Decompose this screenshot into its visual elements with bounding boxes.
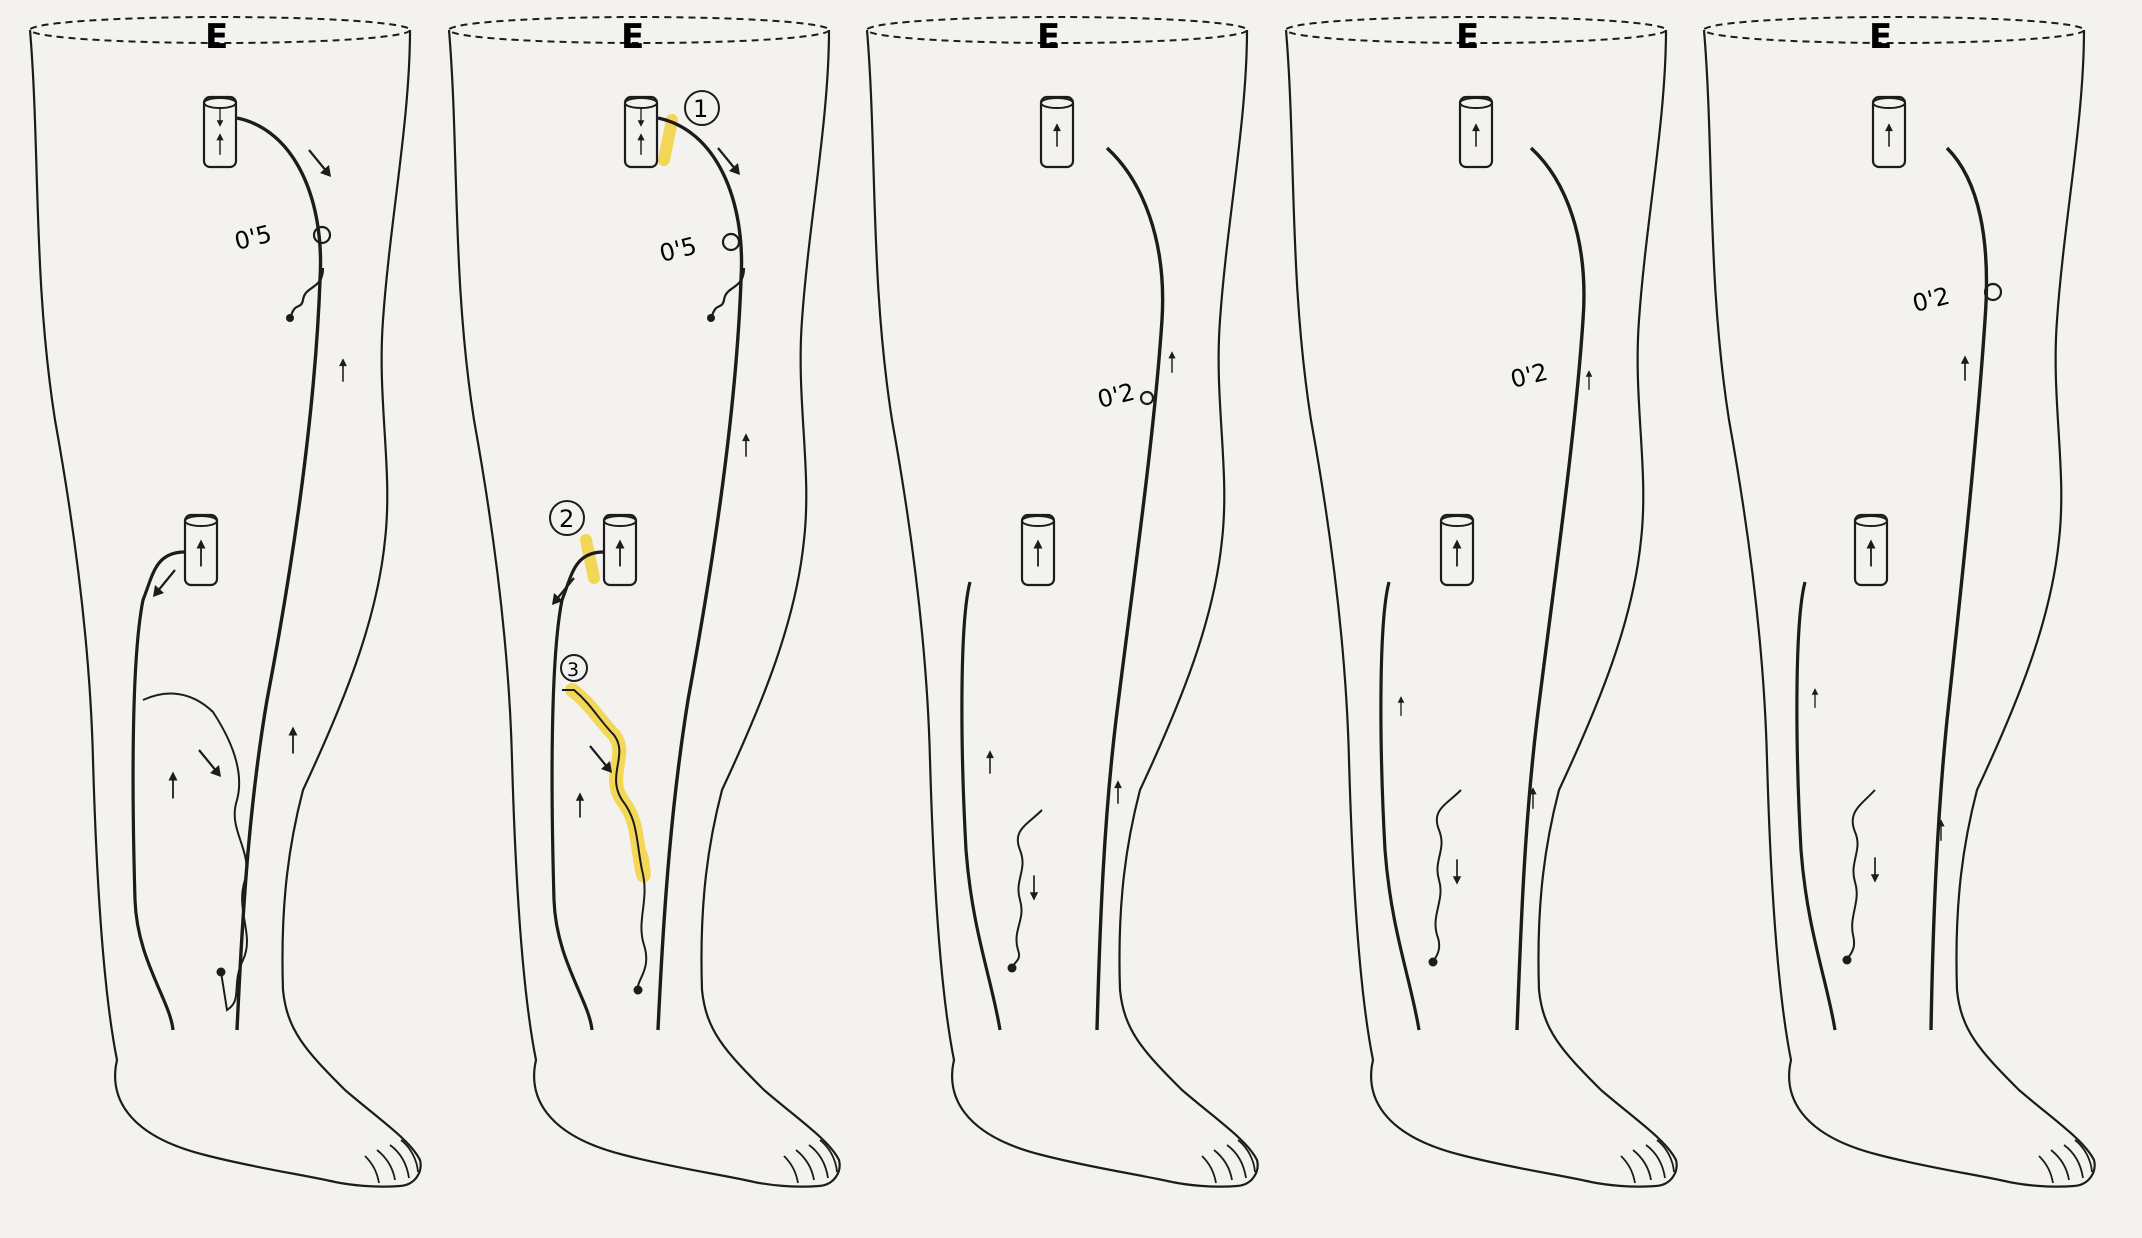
ligation-highlight-1 bbox=[664, 120, 672, 160]
panel-label: E bbox=[1869, 17, 1892, 57]
panel-5: E 0'2 bbox=[1704, 17, 2095, 1187]
great-saphenous-vein bbox=[1517, 148, 1584, 1030]
measurement-label: 0'5 bbox=[657, 232, 700, 268]
lower-cylinder bbox=[604, 515, 636, 585]
leg-outline bbox=[1286, 17, 1677, 1187]
svg-text:3: 3 bbox=[567, 659, 579, 681]
measurement-label: 0'2 bbox=[1910, 282, 1953, 318]
varicose-vein bbox=[1012, 810, 1042, 968]
great-saphenous-vein bbox=[237, 118, 321, 1030]
marker-3: 3 bbox=[561, 655, 587, 681]
panel-4: E 0'2 bbox=[1286, 17, 1677, 1187]
small-saphenous-vein bbox=[1797, 582, 1835, 1030]
svg-text:2: 2 bbox=[559, 505, 574, 533]
lower-cylinder bbox=[1022, 515, 1054, 585]
upper-cylinder bbox=[1041, 97, 1073, 167]
marker-2: 2 bbox=[550, 501, 584, 535]
lower-cylinder bbox=[1855, 515, 1887, 585]
leg-outline bbox=[1704, 17, 2095, 1187]
lower-cylinder bbox=[185, 515, 217, 585]
measurement-label: 0'5 bbox=[232, 220, 275, 256]
stripping-highlight-3 bbox=[572, 690, 644, 876]
small-saphenous-vein bbox=[133, 552, 185, 1030]
great-saphenous-vein bbox=[1097, 148, 1163, 1030]
small-saphenous-vein bbox=[1381, 582, 1419, 1030]
panel-label: E bbox=[1037, 17, 1060, 57]
upper-cylinder bbox=[1873, 97, 1905, 167]
upper-cylinder bbox=[625, 97, 657, 167]
upper-cylinder bbox=[1460, 97, 1492, 167]
small-saphenous-vein bbox=[962, 582, 1000, 1030]
small-saphenous-vein bbox=[552, 552, 604, 1030]
leg-outline bbox=[449, 17, 840, 1187]
measurement-label: 0'2 bbox=[1508, 358, 1551, 394]
varicose-vein bbox=[143, 694, 247, 1010]
varicose-vein bbox=[1847, 790, 1875, 960]
panel-label: E bbox=[205, 17, 228, 57]
leg-outline bbox=[867, 17, 1258, 1187]
panel-1: E 0'5 bbox=[30, 17, 421, 1187]
leg-outline bbox=[30, 17, 421, 1187]
marker-1: 1 bbox=[685, 91, 719, 125]
measurement-label: 0'2 bbox=[1095, 378, 1138, 414]
panel-2: E 0'5 1 2 bbox=[449, 17, 840, 1187]
upper-cylinder bbox=[204, 97, 236, 167]
lower-cylinder bbox=[1441, 515, 1473, 585]
perforator-point bbox=[723, 234, 739, 250]
panel-label: E bbox=[1456, 17, 1479, 57]
panel-3: E 0'2 bbox=[867, 17, 1258, 1187]
svg-text:1: 1 bbox=[693, 95, 708, 123]
perforator-point bbox=[314, 227, 330, 243]
ligation-highlight-2 bbox=[586, 540, 594, 578]
perforator-point bbox=[1141, 392, 1153, 404]
panel-label: E bbox=[621, 17, 644, 57]
